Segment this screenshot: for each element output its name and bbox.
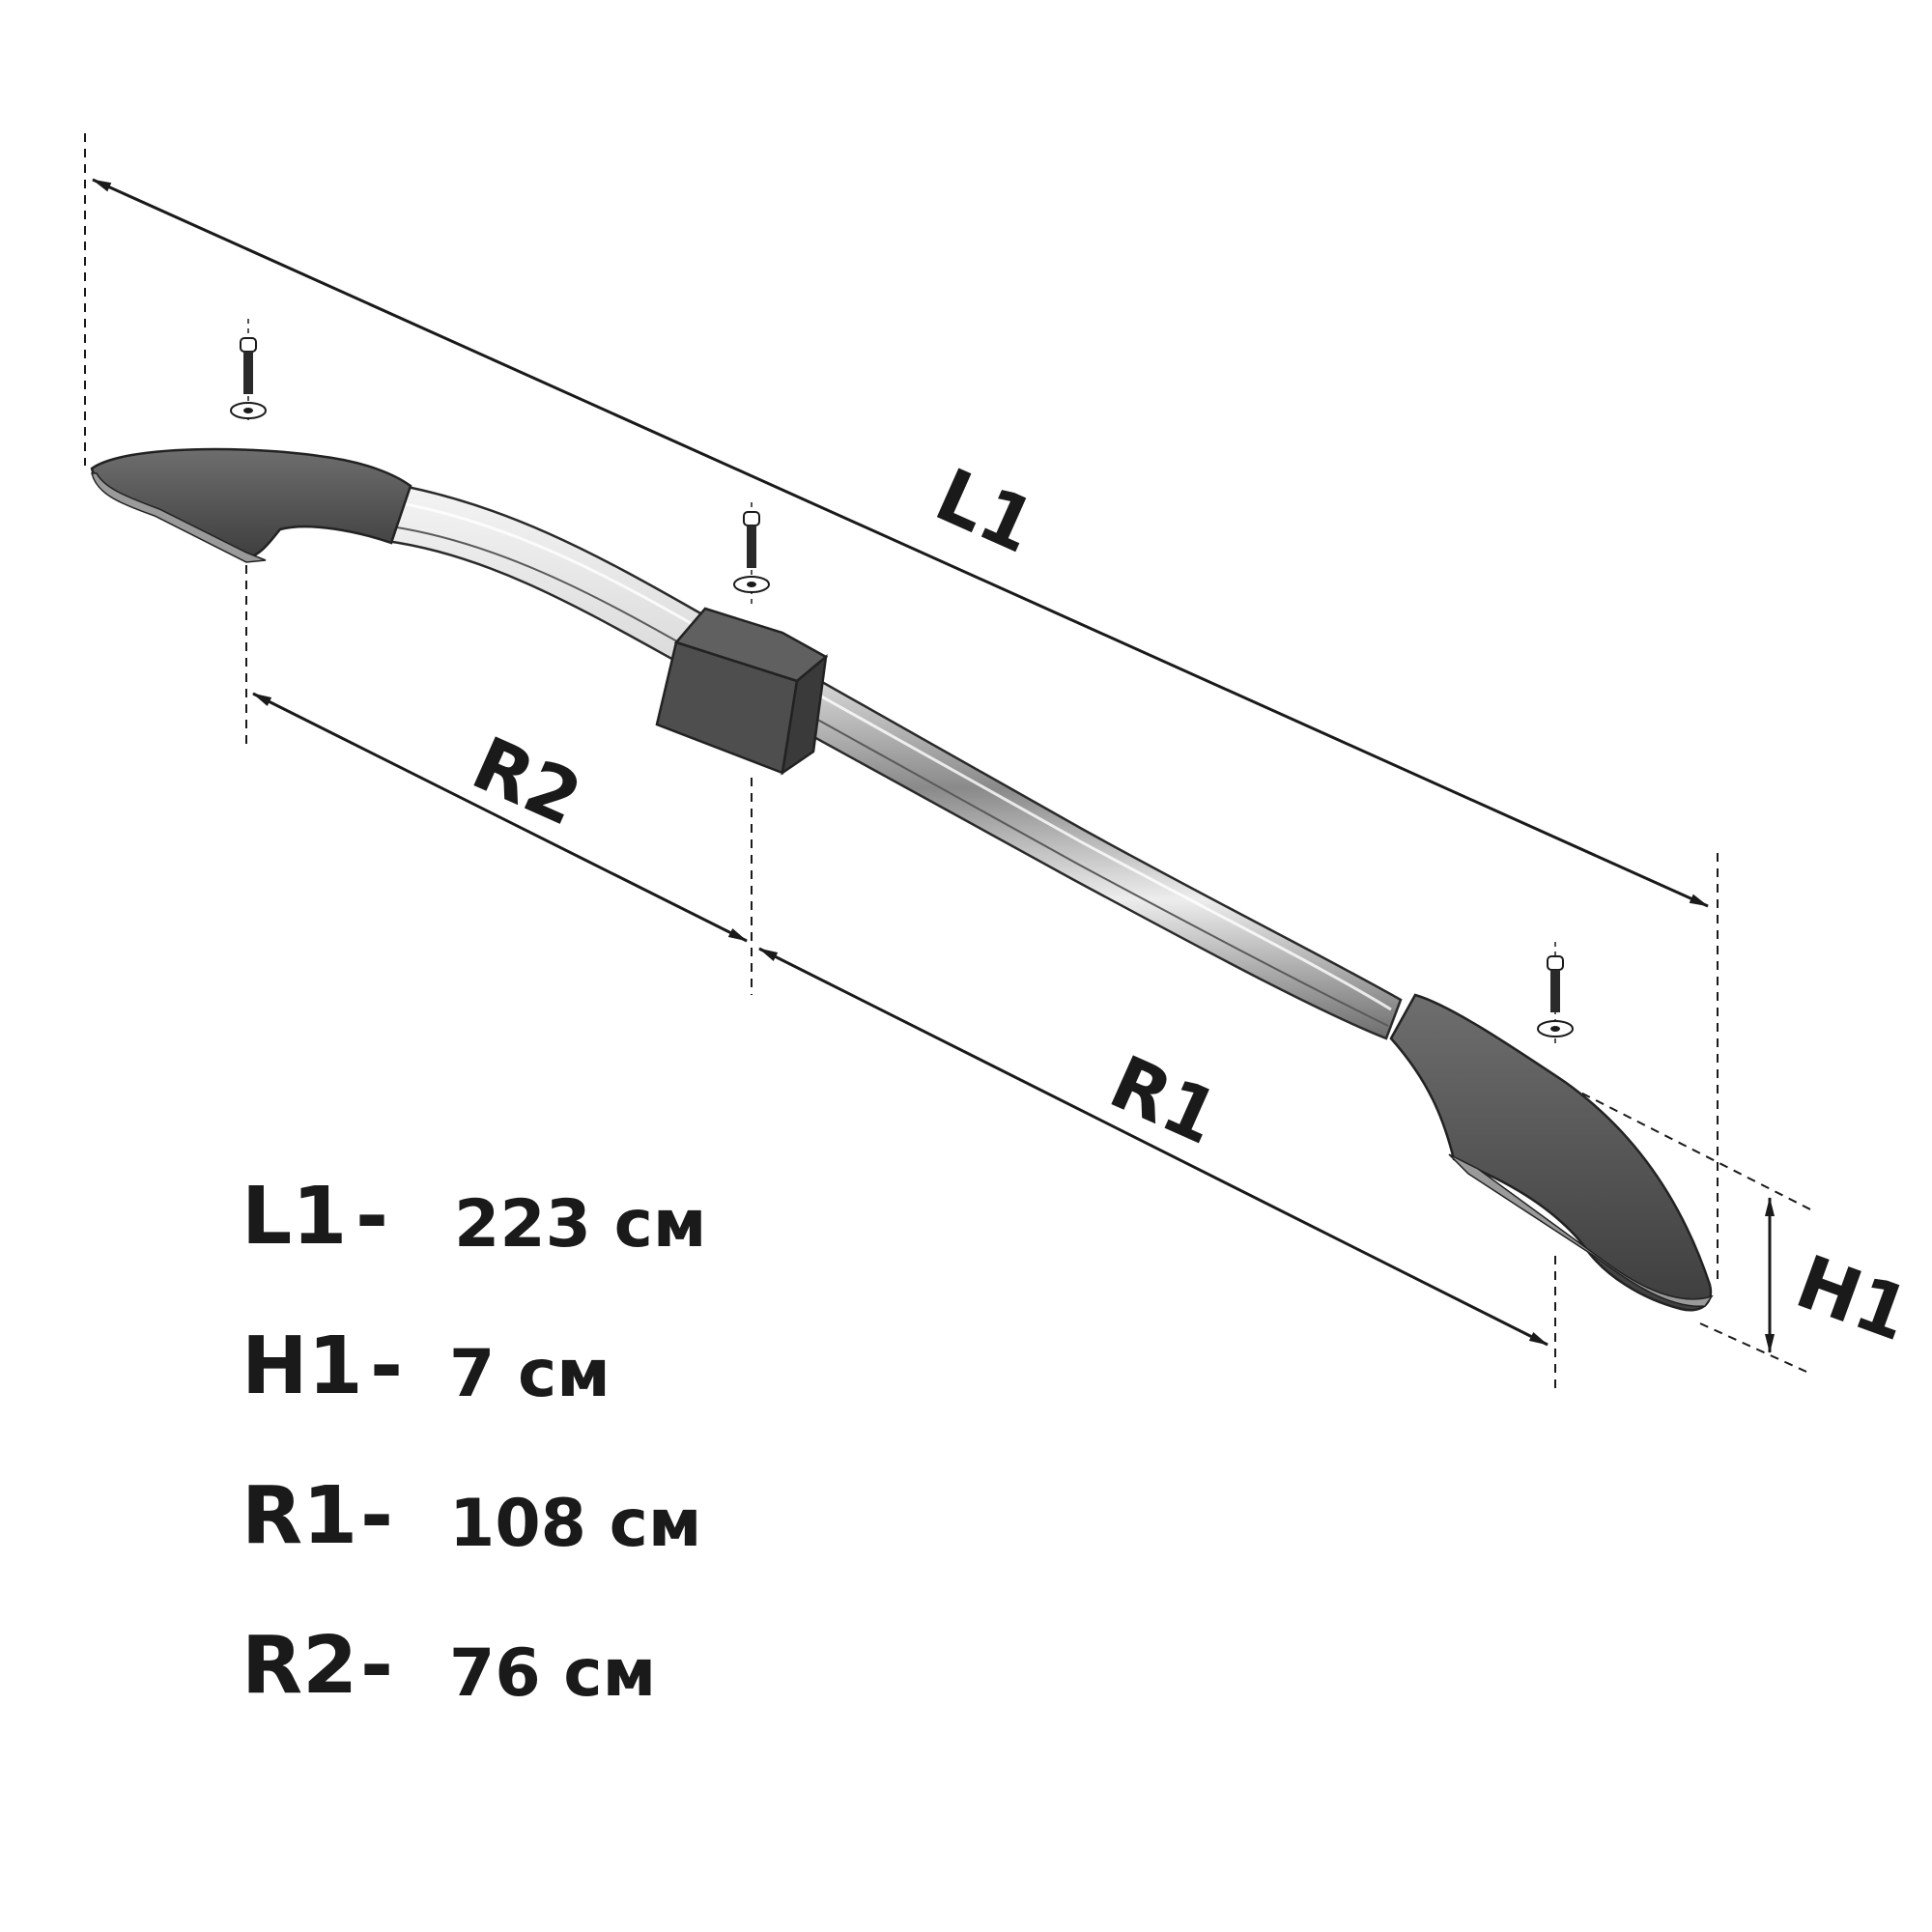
r2-dimension-arrow: [252, 692, 748, 943]
r1-dimension-label: R1: [1098, 1038, 1232, 1161]
spec-row-r2: R2 - 76 см: [242, 1618, 918, 1768]
spec-separator: -: [359, 1620, 394, 1712]
l1-dimension-label: L1: [923, 451, 1048, 570]
bolt-right: [1537, 942, 1574, 1048]
left-end-cap-base: [91, 472, 267, 563]
spec-key: L1: [242, 1171, 348, 1263]
bolt-center: [733, 502, 770, 604]
bolts: [230, 319, 1574, 1048]
dimension-spec-list: L1 - 223 см H1 - 7 см R1 - 108 см R2 - 7…: [242, 1169, 918, 1768]
extension-line-h1-top: [1540, 1071, 1817, 1213]
l1-dimension-arrow: [92, 178, 1709, 908]
roof-rail: [90, 447, 1714, 1312]
spec-row-l1: L1 - 223 см: [242, 1169, 918, 1319]
spec-key: R2: [242, 1620, 358, 1712]
spec-value: 223 см: [454, 1186, 707, 1263]
right-end-cap: [1389, 993, 1713, 1312]
r2-dimension-label: R2: [461, 720, 594, 842]
spec-separator: -: [369, 1321, 404, 1412]
spec-separator: -: [359, 1470, 394, 1562]
spec-row-r1: R1 - 108 см: [242, 1468, 918, 1618]
spec-value: 7 см: [449, 1336, 611, 1412]
spec-key: R1: [242, 1470, 358, 1562]
bolt-left: [230, 319, 267, 425]
extension-line-h1-bottom: [1699, 1322, 1807, 1373]
right-end-cap-base: [1448, 1153, 1714, 1307]
center-bracket-side: [781, 653, 828, 776]
spec-key: H1: [242, 1321, 363, 1412]
rail-highlight-line: [395, 500, 1392, 1011]
spec-value: 108 см: [449, 1486, 702, 1562]
r1-dimension-arrow: [758, 947, 1548, 1347]
h1-dimension-label: H1: [1786, 1238, 1921, 1357]
dimension-arrows: [92, 178, 1775, 1353]
spec-separator: -: [355, 1171, 389, 1263]
spec-row-h1: H1 - 7 см: [242, 1319, 918, 1468]
spec-value: 76 см: [449, 1635, 657, 1712]
rail-shadow-line: [390, 526, 1389, 1027]
